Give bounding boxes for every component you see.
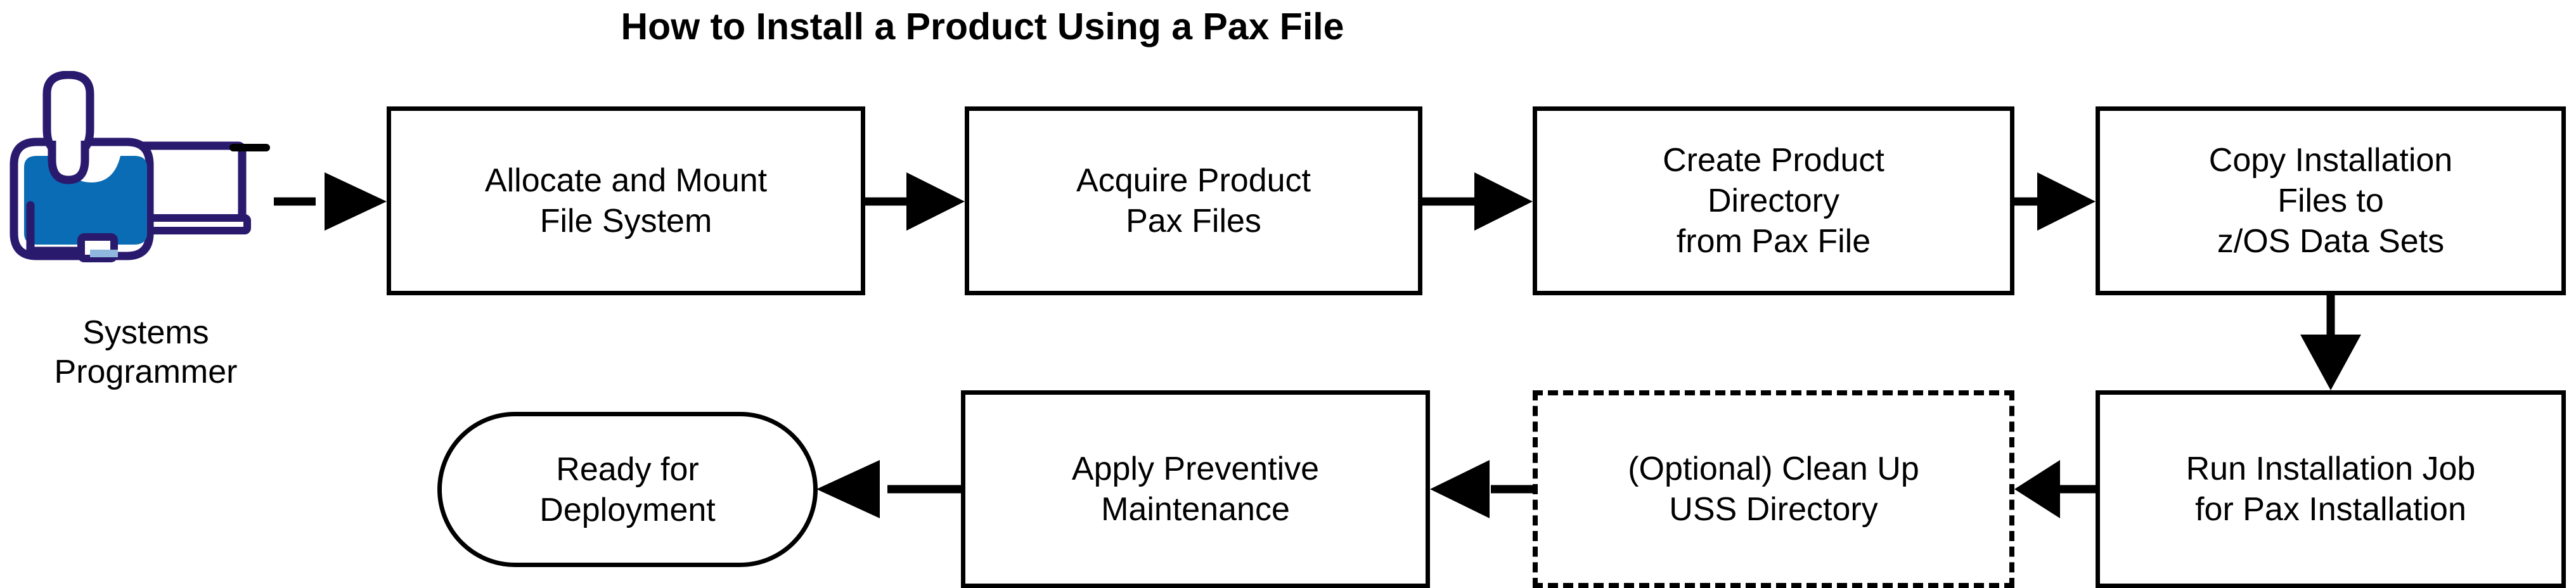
arrow-n4-to-n5 bbox=[2300, 295, 2361, 390]
node-label: Run Installation Job for Pax Installatio… bbox=[2186, 451, 2476, 528]
node-label: Apply Preventive Maintenance bbox=[1071, 451, 1320, 528]
node-acquire-product-pax-files[interactable]: Acquire Product Pax Files bbox=[965, 106, 1422, 295]
arrow-n6-to-n7 bbox=[1430, 460, 1533, 518]
actor-label: Systems Programmer bbox=[54, 314, 238, 390]
arrow-n1-to-n2 bbox=[865, 172, 965, 231]
arrow-n2-to-n3 bbox=[1422, 172, 1533, 231]
node-ready-for-deployment[interactable]: Ready for Deployment bbox=[437, 412, 818, 567]
node-label: Ready for Deployment bbox=[539, 451, 716, 528]
node-create-product-directory-from-pax-file[interactable]: Create Product Directory from Pax File bbox=[1533, 106, 2014, 295]
node-optional-clean-up-uss-directory[interactable]: (Optional) Clean Up USS Directory bbox=[1533, 390, 2014, 588]
node-allocate-and-mount-file-system[interactable]: Allocate and Mount File System bbox=[387, 106, 865, 295]
node-label: Allocate and Mount File System bbox=[484, 162, 768, 240]
actor-systems-programmer: Systems Programmer bbox=[0, 70, 292, 426]
node-label: Copy Installation Files to z/OS Data Set… bbox=[2208, 142, 2453, 260]
node-label: Create Product Directory from Pax File bbox=[1663, 142, 1884, 260]
arrow-n7-to-n8 bbox=[816, 460, 961, 518]
arrow-n3-to-n4 bbox=[2014, 172, 2096, 231]
node-apply-preventive-maintenance[interactable]: Apply Preventive Maintenance bbox=[961, 390, 1430, 588]
node-run-installation-job-for-pax-installation[interactable]: Run Installation Job for Pax Installatio… bbox=[2096, 390, 2566, 588]
systems-programmer-icon bbox=[5, 70, 284, 299]
node-label: Acquire Product Pax Files bbox=[1076, 162, 1311, 240]
arrow-n5-to-n6 bbox=[2014, 460, 2096, 518]
node-label: (Optional) Clean Up USS Directory bbox=[1628, 451, 1919, 528]
page-title: How to Install a Product Using a Pax Fil… bbox=[621, 6, 1344, 48]
node-copy-installation-files-to-zos-data-sets[interactable]: Copy Installation Files to z/OS Data Set… bbox=[2096, 106, 2566, 295]
